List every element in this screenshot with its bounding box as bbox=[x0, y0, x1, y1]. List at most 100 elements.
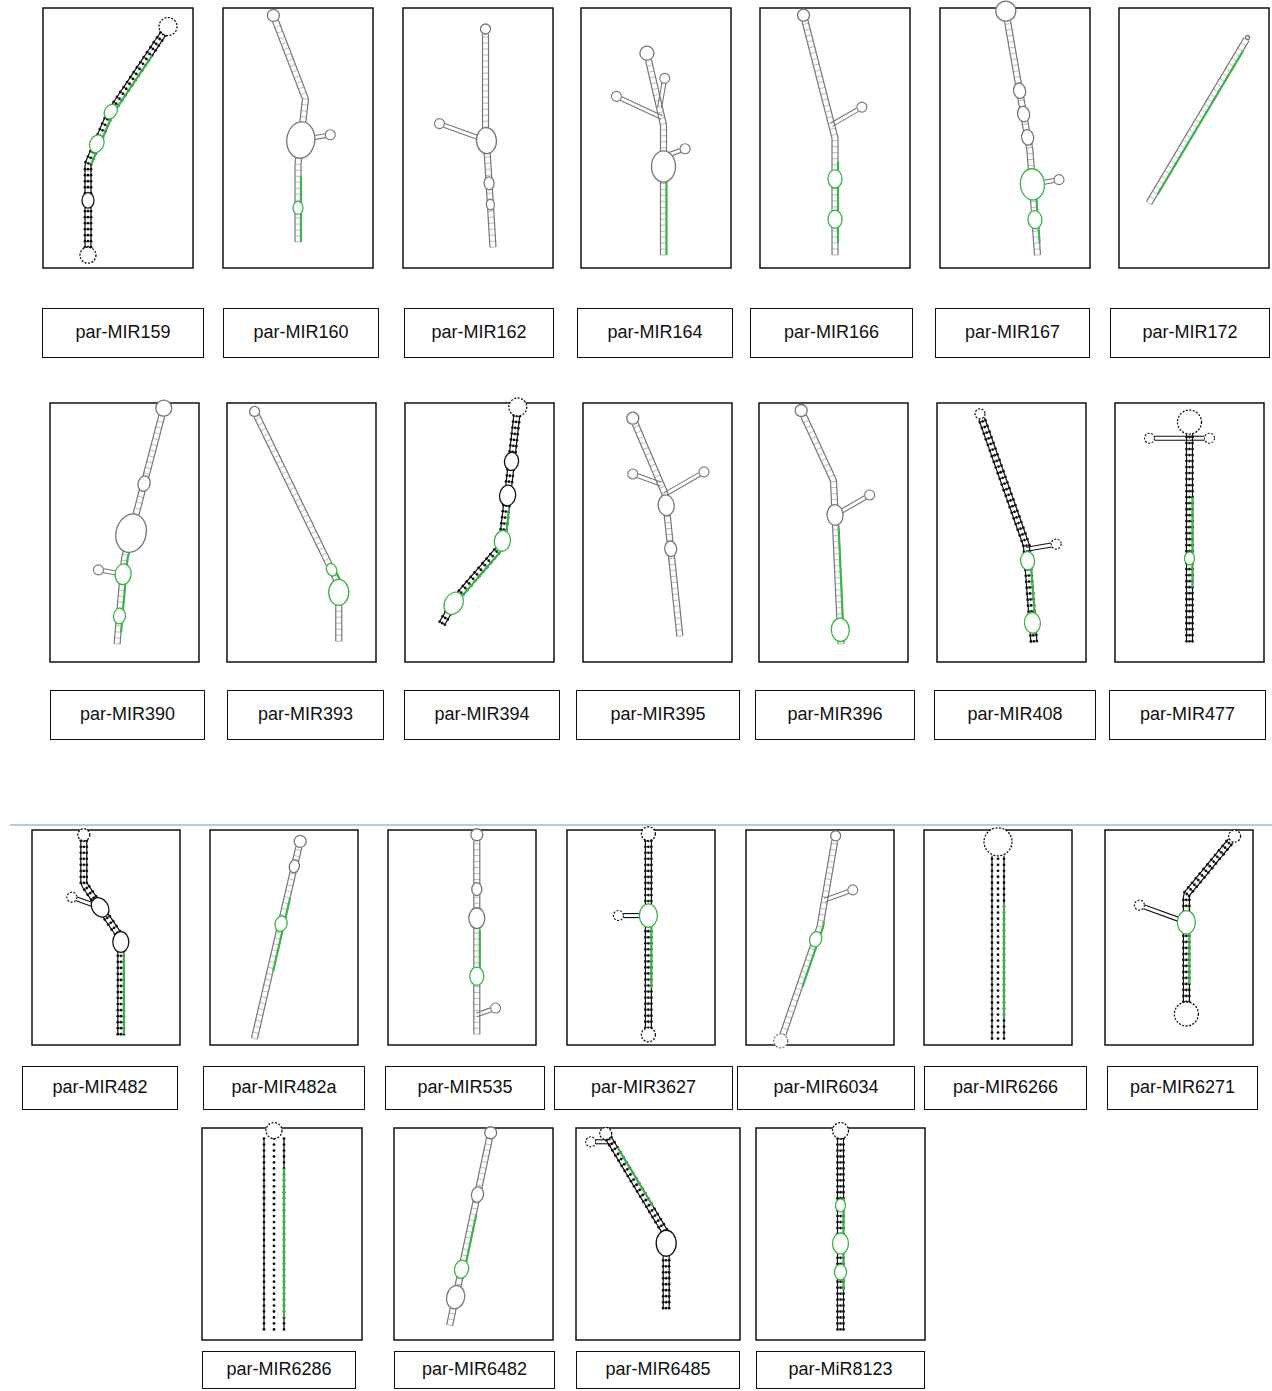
base-dot bbox=[1188, 526, 1191, 529]
base-pair bbox=[641, 442, 647, 444]
base-dot bbox=[1188, 544, 1191, 547]
strand bbox=[259, 415, 341, 642]
mature-mirna bbox=[839, 527, 844, 632]
base-pair bbox=[263, 434, 268, 437]
branch-stem bbox=[1190, 436, 1205, 437]
base-dot bbox=[665, 1259, 668, 1262]
base-pair bbox=[809, 46, 815, 47]
terminal-loop bbox=[996, 1, 1016, 21]
structure-frame bbox=[1105, 830, 1253, 1045]
branch-stem bbox=[1155, 440, 1190, 441]
base-dot bbox=[1188, 508, 1191, 511]
internal-loop bbox=[82, 193, 94, 209]
base-pair bbox=[286, 891, 292, 892]
internal-loop bbox=[1016, 105, 1030, 122]
base-pair bbox=[300, 116, 306, 118]
base-dot bbox=[273, 1322, 276, 1325]
internal-loop bbox=[285, 120, 317, 159]
base-pair bbox=[483, 115, 489, 116]
end-loop bbox=[641, 1028, 655, 1042]
base-pair bbox=[483, 109, 489, 110]
hairpin-structure bbox=[795, 404, 875, 644]
base-dot bbox=[1185, 904, 1188, 907]
base-dot bbox=[647, 942, 650, 945]
base-pair bbox=[486, 175, 492, 176]
base-pair bbox=[258, 423, 263, 426]
base-pair bbox=[655, 100, 661, 101]
base-pair bbox=[652, 470, 658, 472]
base-dot bbox=[82, 845, 85, 848]
mirna-name: par-MIR6482 bbox=[422, 1359, 527, 1381]
base-pair bbox=[474, 1028, 480, 1029]
base-pair bbox=[474, 849, 480, 850]
base-pair bbox=[643, 447, 649, 449]
base-dot bbox=[152, 48, 155, 51]
base-pair bbox=[288, 879, 294, 880]
base-dot bbox=[839, 1215, 842, 1218]
base-dot bbox=[1188, 622, 1191, 625]
base-dot bbox=[1188, 568, 1191, 571]
base-pair bbox=[826, 469, 831, 472]
base-dot bbox=[119, 973, 122, 976]
mirna-name: par-MIR6266 bbox=[953, 1077, 1058, 1099]
base-pair bbox=[831, 493, 837, 494]
internal-loop bbox=[324, 562, 339, 578]
base-dot bbox=[839, 1221, 842, 1224]
label-box: par-MIR164 bbox=[577, 308, 733, 358]
internal-loop bbox=[484, 176, 495, 190]
base-pair bbox=[483, 49, 489, 50]
base-dot bbox=[997, 947, 1000, 950]
base-pair bbox=[650, 77, 656, 78]
base-dot bbox=[997, 905, 1000, 908]
label-box: par-MIR160 bbox=[223, 308, 379, 358]
base-pair bbox=[786, 1016, 792, 1018]
base-pair bbox=[336, 641, 342, 642]
separator-line bbox=[10, 824, 1272, 826]
base-dot bbox=[1185, 959, 1188, 962]
base-dot bbox=[1007, 493, 1010, 496]
base-dot bbox=[647, 948, 650, 951]
base-dot bbox=[647, 1020, 650, 1023]
internal-loop bbox=[476, 127, 498, 154]
base-pair bbox=[114, 643, 120, 645]
hairpin-structure bbox=[469, 829, 501, 1035]
base-dot bbox=[647, 1008, 650, 1011]
base-dot bbox=[119, 1033, 122, 1036]
base-pair bbox=[820, 908, 826, 909]
structure-frame bbox=[924, 830, 1072, 1045]
internal-loop bbox=[656, 1230, 676, 1256]
structure-frame bbox=[43, 8, 193, 268]
strand bbox=[257, 848, 301, 1039]
base-pair bbox=[659, 486, 665, 488]
base-pair bbox=[313, 537, 318, 540]
terminal-loop bbox=[471, 829, 483, 841]
base-pair bbox=[474, 998, 480, 999]
mirna-name: par-MIR390 bbox=[80, 704, 175, 726]
branch-stem bbox=[666, 476, 701, 496]
base-dot bbox=[119, 991, 122, 994]
base-dot bbox=[1030, 604, 1033, 607]
base-dot bbox=[273, 1227, 276, 1230]
base-pair bbox=[672, 593, 678, 595]
base-pair bbox=[287, 885, 293, 886]
base-pair bbox=[279, 466, 284, 469]
base-dot bbox=[87, 234, 90, 237]
base-dot bbox=[991, 448, 994, 451]
base-dot bbox=[273, 1239, 276, 1242]
base-pair bbox=[1035, 254, 1041, 255]
base-pair bbox=[321, 553, 326, 556]
base-dot bbox=[1188, 634, 1191, 637]
base-dot bbox=[647, 930, 650, 933]
hairpin-structure bbox=[833, 1123, 849, 1331]
internal-loop bbox=[1020, 551, 1035, 570]
base-dot bbox=[1023, 539, 1026, 542]
base-pair bbox=[1026, 147, 1032, 148]
base-pair bbox=[672, 587, 678, 589]
base-pair bbox=[803, 420, 808, 423]
label-box: par-MIR390 bbox=[50, 690, 205, 740]
base-pair bbox=[135, 508, 141, 510]
mirna-name: par-MIR162 bbox=[431, 322, 526, 344]
base-dot bbox=[487, 559, 490, 562]
base-dot bbox=[1208, 865, 1211, 868]
base-pair bbox=[483, 121, 489, 122]
